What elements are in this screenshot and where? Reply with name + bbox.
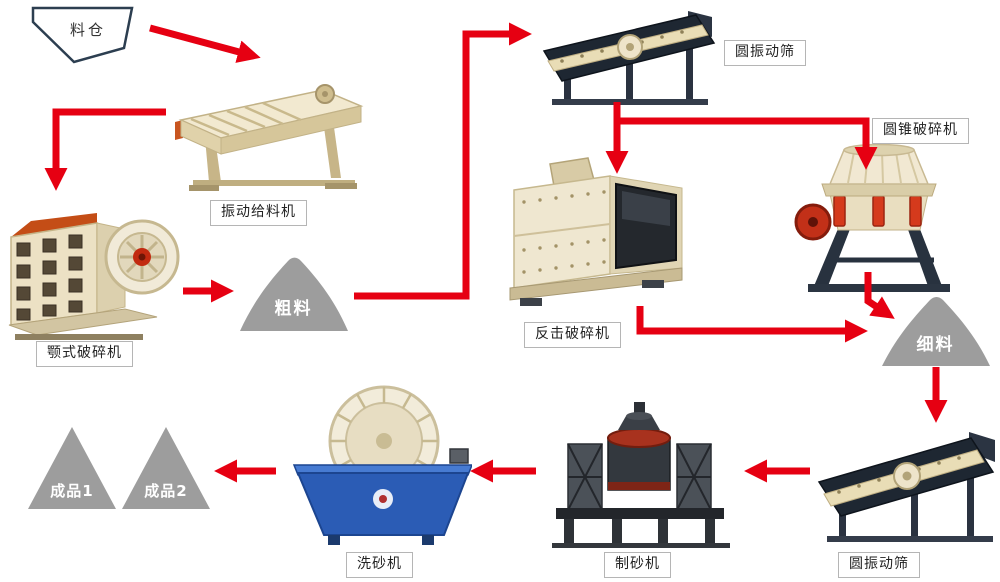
feeder-machine [175, 78, 370, 198]
jaw-crusher-machine [5, 193, 180, 343]
screen-bottom-machine [815, 420, 1000, 545]
product-2-node: 成品2 [120, 424, 212, 512]
fine-pile-icon [882, 297, 990, 366]
sand-maker-label: 制砂机 [604, 552, 671, 578]
fine-pile-label: 细料 [916, 335, 955, 355]
hopper-node: 料仓 [28, 4, 138, 66]
hopper-icon [31, 6, 134, 64]
vibrating-feeder-icon [175, 84, 364, 191]
jaw-crusher-label: 颚式破碎机 [36, 341, 133, 367]
hopper-label: 料仓 [70, 21, 107, 39]
flow-arrow-feeder-jaw [44, 108, 166, 191]
impact-crusher-icon [509, 157, 683, 306]
cone-crusher-machine [788, 138, 968, 308]
vibrating-screen-icon [817, 432, 995, 542]
sand-washer-icon [292, 385, 472, 545]
flow-arrow-hopper-feeder [149, 24, 261, 63]
coarse-pile-label: 粗料 [274, 299, 313, 319]
coarse-pile-icon [240, 257, 348, 331]
cone-crusher-label: 圆锥破碎机 [872, 118, 969, 144]
sand-maker-icon [552, 402, 730, 548]
coarse-pile: 粗料 [236, 248, 351, 333]
sand-maker-machine [542, 396, 737, 551]
product-2-icon [122, 427, 210, 509]
screen-bottom-label: 圆振动筛 [838, 552, 920, 578]
fine-pile: 细料 [878, 288, 993, 368]
impact-crusher-label: 反击破碎机 [524, 322, 621, 348]
product-1-icon [28, 427, 116, 509]
impact-crusher-machine [492, 138, 697, 313]
feeder-label: 振动给料机 [210, 200, 307, 226]
screen-top-machine [538, 5, 718, 110]
cone-crusher-icon [794, 143, 950, 292]
product-1-node: 成品1 [26, 424, 118, 512]
screen-top-label: 圆振动筛 [724, 40, 806, 66]
sand-washer-label: 洗砂机 [346, 552, 413, 578]
vibrating-screen-icon [542, 11, 716, 105]
product-1-label: 成品1 [50, 482, 94, 500]
product-2-label: 成品2 [144, 482, 188, 500]
jaw-crusher-icon [8, 213, 180, 340]
sand-washer-machine [282, 383, 472, 548]
